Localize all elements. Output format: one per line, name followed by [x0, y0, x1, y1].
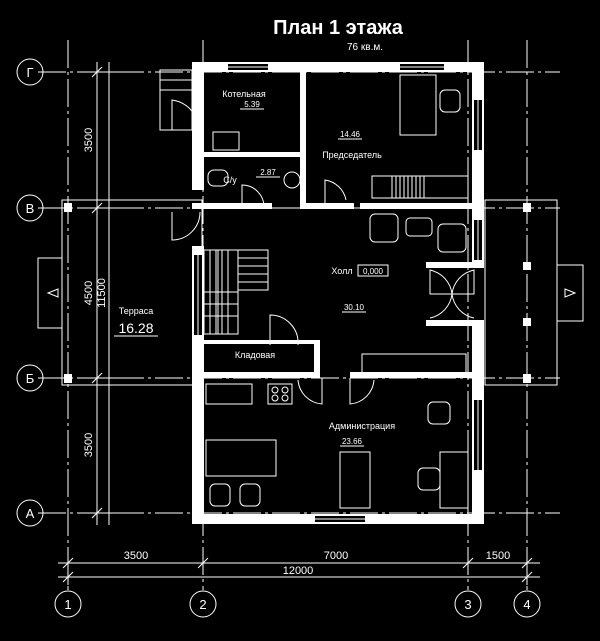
axis-label-4: 4 [523, 597, 530, 612]
doors [171, 179, 475, 405]
room-boiler-area: 5.39 [244, 100, 260, 109]
terrace-left [37, 199, 203, 386]
axis-label-b: Б [26, 371, 35, 386]
room-storage-name: Кладовая [235, 350, 275, 360]
room-labels: Котельная 5.39 14.46 Председатель С/у 2.… [114, 89, 395, 447]
room-chairman-area: 14.46 [340, 130, 361, 139]
room-terrace-name: Терраса [119, 306, 154, 316]
room-wc-area: 2.87 [260, 168, 276, 177]
room-hall-name: Холл [331, 266, 352, 276]
dim-left-1: 3500 [83, 128, 95, 152]
entrance-steps [159, 69, 197, 131]
room-terrace-area: 16.28 [118, 320, 153, 336]
interior-walls [192, 62, 484, 378]
dim-left-2: 4500 [83, 281, 95, 305]
axis-bubbles-letters: Г В Б А [16, 58, 44, 527]
room-admin-name: Администрация [329, 421, 395, 431]
dim-bottom-3: 1500 [486, 550, 510, 562]
stairs [203, 249, 269, 335]
axis-label-1: 1 [64, 597, 71, 612]
room-hall-area-box: 0,000 [363, 267, 384, 276]
dim-bottom-1: 3500 [124, 550, 148, 562]
axis-bubbles-numbers: 1 2 3 4 [54, 590, 541, 618]
plan-title: План 1 этажа [273, 17, 404, 39]
axis-label-2: 2 [199, 597, 206, 612]
total-area: 76 кв.м. [347, 42, 383, 53]
dim-bottom-total: 12000 [283, 565, 314, 577]
room-hall-area: 30.10 [344, 303, 365, 312]
axis-label-g: Г [26, 65, 33, 80]
room-chairman-name: Председатель [322, 150, 382, 160]
room-boiler-name: Котельная [222, 89, 266, 99]
dimension-left: 3500 4500 3500 11500 [83, 62, 116, 525]
axis-label-a: А [26, 506, 35, 521]
room-admin-area: 23.66 [342, 437, 363, 446]
axis-label-v: В [26, 201, 35, 216]
room-wc-name: С/у [223, 175, 237, 185]
terrace-right [484, 199, 584, 386]
dim-bottom-2: 7000 [324, 550, 348, 562]
dim-left-3: 3500 [83, 433, 95, 457]
windows [194, 64, 482, 522]
dimension-bottom: 3500 7000 1500 12000 [58, 550, 540, 585]
dim-left-total: 11500 [96, 278, 108, 308]
furniture [205, 74, 469, 509]
axis-label-3: 3 [464, 597, 471, 612]
